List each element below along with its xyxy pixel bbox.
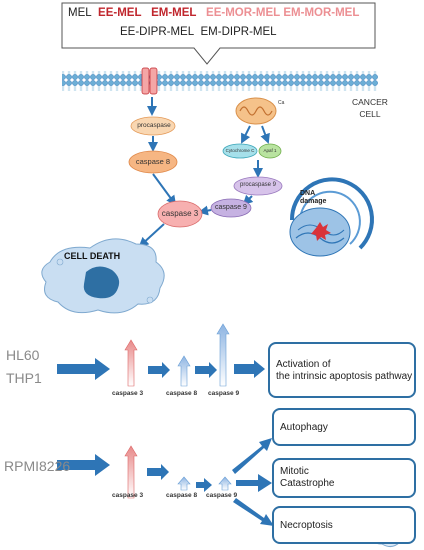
drug-em-mor-mel: EM-MOR-MEL	[283, 7, 360, 19]
caspase3-node	[157, 200, 203, 228]
cell-line-thp1: THP1	[6, 370, 42, 386]
panel-1-graphics	[57, 323, 390, 387]
outcome-necroptosis-label: Necroptosis	[280, 520, 333, 531]
apaf1-node	[258, 143, 282, 159]
caspase8-label: caspase 8	[135, 157, 171, 166]
panel1-arrow-3	[195, 362, 217, 378]
panel2-arrow-necroptosis	[233, 498, 274, 526]
drug-list-line-1: MEL EE-MEL EM-MEL EE-MOR-MEL EM-MOR-MEL	[68, 7, 359, 19]
procaspase-label: procaspase	[137, 122, 171, 129]
panel2-caspase8-up-arrow	[177, 476, 191, 491]
apaf1-label: Apaf 1	[263, 148, 277, 153]
drug-callout-box	[61, 2, 376, 65]
caspase8-node	[128, 150, 178, 174]
cytochrome-c-node	[222, 143, 258, 159]
mitochondrion-icon	[235, 97, 277, 125]
panel2-caspase9-up-arrow	[218, 476, 232, 491]
pathway-diagram	[41, 67, 378, 314]
drug-ee-mor-mel: EE-MOR-MEL	[206, 7, 281, 19]
panel2-caspase3-label: caspase 3	[112, 492, 144, 499]
panel2-arrow-mitotic	[236, 474, 272, 492]
panel1-input-arrow	[57, 358, 110, 380]
panel2-arrow-3	[196, 478, 212, 492]
outcome-intrinsic-apoptosis-label: Activation of the intrinsic apoptosis pa…	[276, 359, 413, 382]
panel2-arrow-2	[147, 464, 169, 480]
outcome-box-necroptosis: Necroptosis	[272, 506, 416, 544]
cytochrome-c-label: Cytochrome C	[225, 148, 255, 153]
drug-ee-mel: EE-MEL	[98, 7, 142, 19]
panel2-caspase3-up-arrow	[124, 445, 138, 499]
panel1-caspase9-label: caspase 9	[208, 390, 240, 397]
outcome-box-mitotic-catastrophe: Mitotic Catastrophe	[272, 458, 416, 498]
drug-em-dipr-mel: EM-DIPR-MEL	[200, 26, 277, 38]
panel1-caspase3-label: caspase 3	[112, 390, 144, 397]
panel1-caspase8-up-arrow	[177, 355, 191, 387]
panel1-output-arrow	[234, 360, 265, 378]
drug-em-mel: EM-MEL	[151, 7, 197, 19]
panel1-caspase9-up-arrow	[216, 323, 230, 387]
cancer-cell-label: CANCER CELL	[352, 97, 388, 119]
dna-damage-burst-icon	[311, 222, 331, 241]
procaspase-node	[130, 116, 176, 136]
panel1-caspase8-label: caspase 8	[166, 390, 198, 397]
outcome-mitotic-catastrophe-label: Mitotic Catastrophe	[280, 466, 335, 489]
procaspase9-node	[233, 176, 283, 196]
calcium-label: Ca	[278, 100, 285, 106]
drug-mel: MEL	[68, 7, 92, 19]
panel1-arrow-2	[148, 362, 170, 378]
cell-line-rpmi8226: RPMI8226	[4, 458, 71, 474]
caspase3-label: caspase 3	[161, 209, 199, 218]
membrane-receptor	[141, 67, 158, 95]
panel2-caspase8-label: caspase 8	[166, 492, 198, 499]
cell-membrane	[62, 71, 378, 91]
procaspase9-label: procaspase 9	[239, 182, 277, 188]
drug-ee-dipr-mel: EE-DIPR-MEL	[120, 26, 195, 38]
panel1-caspase3-up-arrow	[124, 339, 138, 387]
panel2-caspase9-label: caspase 9	[206, 492, 238, 499]
outcome-box-intrinsic-apoptosis: Activation of the intrinsic apoptosis pa…	[268, 342, 416, 398]
caspase9-label: caspase 9	[215, 204, 247, 211]
panel2-input-arrow	[57, 454, 110, 476]
dead-cell-nucleus-icon	[83, 266, 120, 299]
dna-damage-label: DNA damage	[300, 190, 327, 205]
caspase9-node	[210, 198, 252, 218]
panel2-arrow-autophagy	[232, 438, 272, 474]
cell-death-label: CELL DEATH	[64, 251, 121, 261]
outcome-box-autophagy: Autophagy	[272, 408, 416, 446]
drug-list-line-2: EE-DIPR-MEL EM-DIPR-MEL	[120, 26, 277, 38]
cell-line-hl60: HL60	[6, 347, 40, 363]
outcome-autophagy-label: Autophagy	[280, 422, 328, 433]
